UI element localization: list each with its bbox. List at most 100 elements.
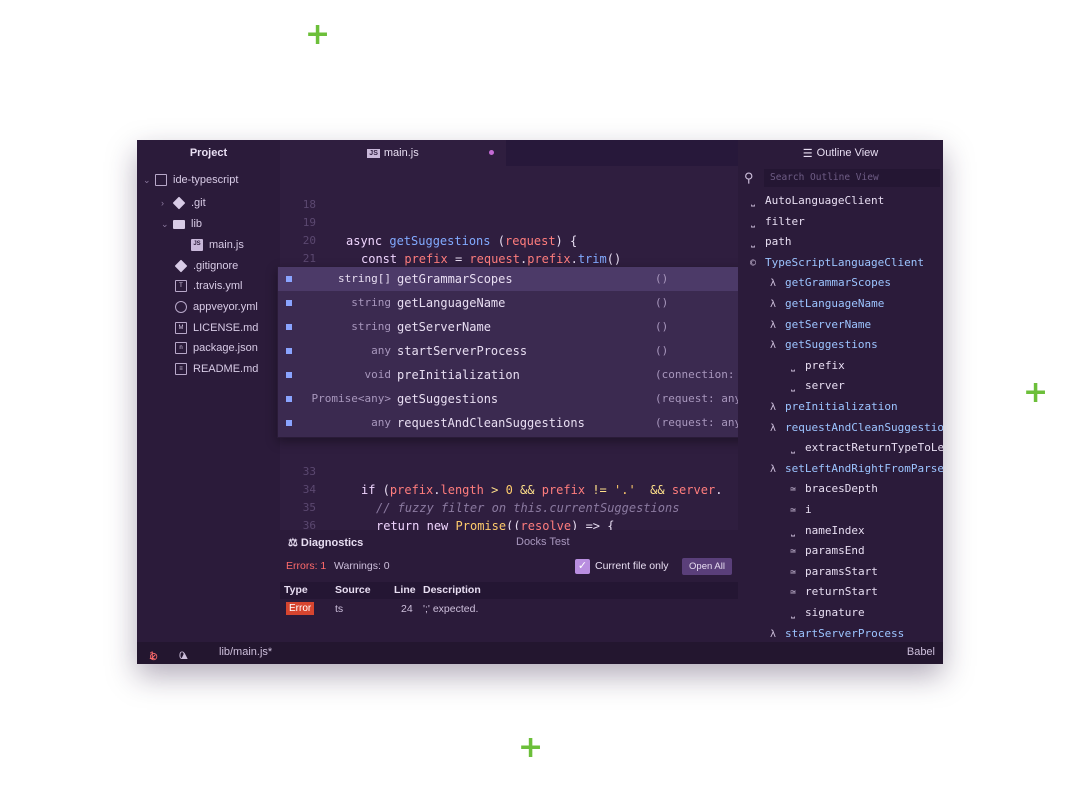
autocomplete-name: startServerProcess (397, 344, 528, 358)
git-icon (174, 259, 188, 273)
code-text: async getSuggestions (request) { (346, 234, 578, 248)
autocomplete-item[interactable]: string getLanguageName () (278, 291, 753, 315)
outline-item-label: preInitialization (785, 400, 898, 413)
autocomplete-name: getGrammarScopes (397, 272, 513, 286)
outline-item[interactable]: ©TypeScriptLanguageClient (746, 253, 924, 273)
outline-search[interactable]: ⚲ Search Outline View (742, 168, 940, 188)
outline-item[interactable]: ⎵signature (786, 603, 865, 623)
code-line: 33 if (prefix.length > 0 && prefix != '.… (280, 445, 723, 497)
current-file-checkbox[interactable]: ✓ (575, 559, 590, 574)
method-icon (286, 300, 292, 306)
outline-item[interactable]: ⎵AutoLanguageClient (746, 191, 884, 211)
tree-item-root[interactable]: ⌄ ide-typescript (143, 170, 238, 190)
autocomplete-name: getServerName (397, 320, 491, 334)
outline-item[interactable]: λ preInitialization (766, 397, 898, 417)
header-type: Type (284, 584, 308, 596)
line-number: 19 (302, 216, 316, 229)
outline-item-label: paramsStart (805, 564, 878, 578)
autocomplete-args: () (655, 320, 669, 333)
tree-item-license[interactable]: M LICENSE.md (175, 318, 258, 338)
outline-item[interactable]: ≃returnStart (786, 582, 878, 602)
tree-item-package[interactable]: n package.json (175, 338, 258, 358)
line-number: 20 (302, 234, 316, 247)
status-errors-count: 1 (149, 650, 156, 662)
method-icon: λ (769, 463, 777, 475)
autocomplete-item[interactable]: any requestAndCleanSuggestions (request:… (278, 411, 753, 435)
readme-icon: ≡ (175, 363, 187, 375)
tab-main-js[interactable]: JS main.js (280, 140, 506, 166)
tree-item-readme[interactable]: ≡ README.md (175, 359, 258, 379)
autocomplete-type: void (364, 368, 392, 381)
outline-item[interactable]: ⎵prefix (786, 356, 845, 376)
outline-item[interactable]: ⎵ extractReturnTypeToLef (786, 438, 943, 458)
outline-item[interactable]: ≃i (786, 500, 812, 520)
autocomplete-item[interactable]: Promise<any> getSuggestions (request: an… (278, 387, 753, 411)
status-grammar[interactable]: Babel (906, 646, 935, 658)
outline-item[interactable]: ⎵filter (746, 212, 805, 232)
warning-icon: ▲ (179, 650, 190, 662)
open-all-button[interactable]: Open All (682, 558, 732, 575)
modified-dot-icon (489, 150, 494, 155)
npm-icon: n (175, 342, 187, 354)
js-file-icon: JS (367, 148, 380, 158)
method-icon: λ (769, 628, 777, 640)
outline-item[interactable]: ≃paramsStart (786, 562, 878, 582)
tab-docks-test[interactable]: Docks Test (516, 536, 570, 548)
autocomplete-item[interactable]: string[] getGrammarScopes () (278, 267, 753, 291)
autocomplete-type: any (371, 344, 391, 357)
code-line: 34 // fuzzy filter on this.currentSugges… (280, 463, 680, 515)
code-line: 19 async getSuggestions (request) { (280, 196, 577, 248)
diagnostics-table-header: Type Source Line Description (280, 582, 738, 599)
tree-item-travis[interactable]: T .travis.yml (175, 276, 243, 296)
tree-item-main-js[interactable]: JS main.js (191, 235, 244, 255)
outline-item-label: getSuggestions (785, 338, 878, 352)
code-comment: // fuzzy filter on this.currentSuggestio… (376, 501, 680, 515)
autocomplete-item[interactable]: any startServerProcess () (278, 339, 753, 363)
tree-item-label: README.md (193, 363, 259, 375)
autocomplete-item[interactable]: void preInitialization (connection: any (278, 363, 753, 387)
outline-item-label: paramsEnd (805, 544, 865, 558)
outline-item[interactable]: ⎵nameIndex (786, 521, 865, 541)
method-icon (286, 396, 292, 402)
outline-item[interactable]: ≃ paramsEnd (786, 541, 865, 561)
tree-item-appveyor[interactable]: appveyor.yml (175, 297, 258, 317)
outline-item-label: extractReturnTypeToLef (805, 441, 943, 455)
outline-item[interactable]: ⎵server (786, 376, 845, 396)
method-icon: λ (769, 299, 777, 310)
tab-diagnostics[interactable]: ⚖ Diagnostics (288, 536, 363, 549)
method-icon: λ (769, 402, 777, 413)
outline-item-label: getGrammarScopes (785, 276, 891, 290)
code-line: 18 (280, 178, 323, 211)
code-line: 35 return new Promise((resolve) => { (280, 481, 615, 533)
editor-window: Project ⌄ ide-typescript › .git ⌄ lib JS… (137, 140, 943, 664)
row-description: ';' expected. (423, 603, 479, 615)
autocomplete-item[interactable]: string getServerName () (278, 315, 753, 339)
outline-item[interactable]: ⎵path (746, 232, 792, 252)
tree-item-git[interactable]: › .git (161, 193, 206, 213)
project-title: Project (189, 147, 228, 159)
line-number: 36 (302, 519, 316, 532)
autocomplete-popup: string[] getGrammarScopes () string getL… (277, 266, 754, 438)
autocomplete-type: any (371, 416, 391, 429)
outline-item-label: server (805, 379, 845, 393)
outline-item-label: bracesDepth (805, 482, 878, 496)
outline-search-input[interactable]: Search Outline View (764, 169, 940, 187)
tree-item-gitignore[interactable]: .gitignore (174, 256, 238, 276)
header-description: Description (423, 584, 481, 596)
project-panel: Project ⌄ ide-typescript › .git ⌄ lib JS… (137, 140, 280, 642)
outline-item-label: returnStart (805, 585, 878, 599)
tree-item-lib[interactable]: ⌄ lib (161, 214, 202, 234)
outline-item[interactable]: ≃bracesDepth (786, 479, 878, 499)
table-row[interactable]: Error ts 24 ';' expected. (280, 601, 738, 619)
field-icon: ⎵ (791, 443, 795, 455)
method-icon (286, 324, 292, 330)
status-file-path[interactable]: lib/main.js* (219, 646, 273, 658)
variable-icon: ≃ (789, 546, 797, 558)
